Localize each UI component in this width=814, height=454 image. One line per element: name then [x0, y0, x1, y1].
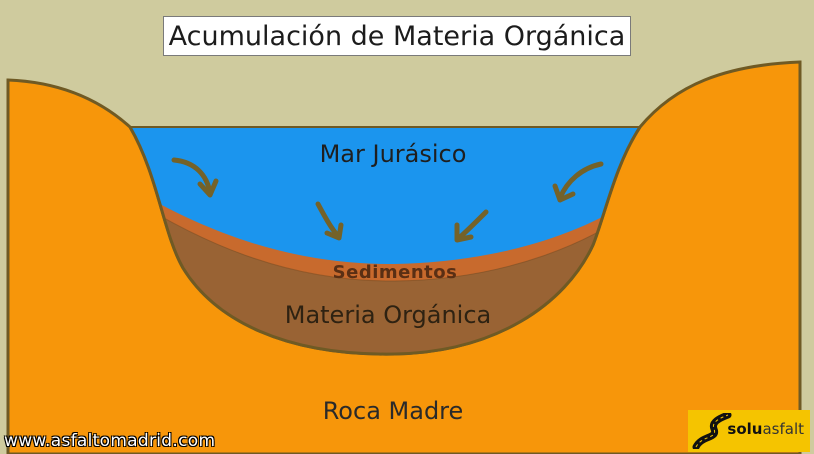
sediment-flow-arrow-icon: [552, 161, 604, 203]
logo-wordmark: soluasfalt: [727, 420, 804, 438]
soluasfalt-logo: soluasfalt: [688, 410, 810, 452]
road-icon: [692, 413, 732, 449]
sediment-flow-arrow-icon: [454, 209, 489, 243]
sediment-flow-arrow-icon: [315, 201, 344, 241]
sediments-label: Sedimentos: [332, 262, 458, 283]
diagram-title: Acumulación de Materia Orgánica: [163, 16, 631, 56]
watermark-url: www.asfaltomadrid.com: [4, 431, 216, 451]
organic-matter-label: Materia Orgánica: [284, 301, 492, 329]
sediment-flow-arrow-icon: [171, 157, 219, 198]
logo-brand-light: asfalt: [762, 420, 804, 438]
sea-label: Mar Jurásico: [319, 140, 467, 168]
sea-water: [130, 127, 640, 265]
bedrock-label: Roca Madre: [322, 397, 464, 425]
logo-brand-bold: solu: [727, 420, 763, 438]
